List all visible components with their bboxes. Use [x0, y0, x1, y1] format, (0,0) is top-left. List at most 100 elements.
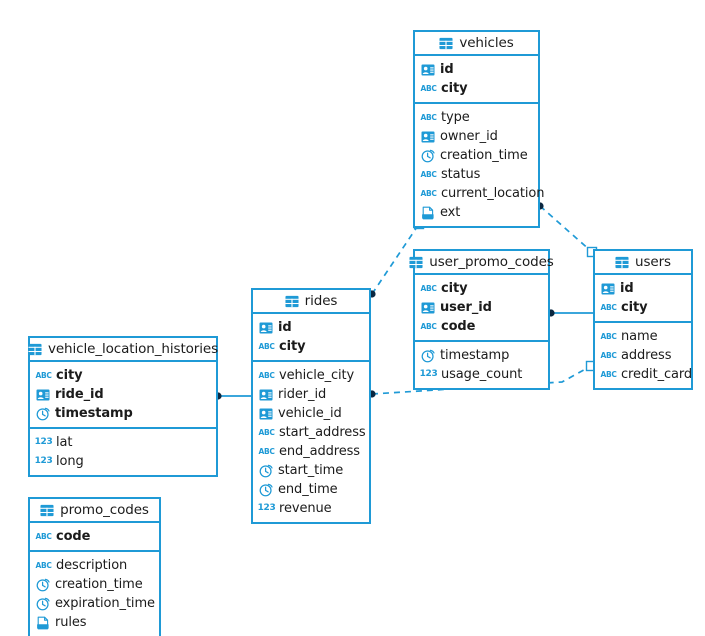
column-row[interactable]: start_time	[253, 461, 369, 480]
key-id-icon	[36, 388, 50, 402]
column-name: ride_id	[55, 387, 104, 402]
primary-key-row[interactable]: id	[415, 60, 538, 79]
column-name: vehicle_city	[279, 368, 355, 383]
key-id-icon	[601, 282, 615, 296]
table-header-users[interactable]: users	[595, 251, 691, 275]
key-id-icon	[421, 301, 435, 315]
primary-key-row[interactable]: ride_id	[30, 385, 216, 404]
column-row[interactable]: vehicle_id	[253, 404, 369, 423]
column-row[interactable]: expiration_time	[30, 594, 159, 613]
table-title: promo_codes	[60, 502, 149, 518]
abc-icon: ABC	[420, 321, 437, 331]
abc-icon: ABC	[35, 370, 52, 380]
column-name: ext	[440, 205, 461, 220]
column-name: id	[620, 281, 634, 296]
column-name: status	[441, 167, 481, 182]
column-row[interactable]: rider_id	[253, 385, 369, 404]
key-id-icon	[421, 63, 435, 77]
primary-key-row[interactable]: ABC city	[30, 366, 216, 385]
column-row[interactable]: creation_time	[415, 146, 538, 165]
column-row[interactable]: owner_id	[415, 127, 538, 146]
abc-icon: ABC	[600, 369, 617, 379]
column-name: city	[441, 281, 468, 296]
relationship-user_promo_codes-to-users[interactable]	[547, 309, 593, 317]
primary-key-row[interactable]: id	[253, 318, 369, 337]
column-name: rules	[55, 615, 87, 630]
svg-text:JSON: JSON	[37, 624, 48, 628]
abc-icon: ABC	[420, 188, 437, 198]
column-row[interactable]: creation_time	[30, 575, 159, 594]
table-title: vehicles	[459, 35, 514, 51]
column-row[interactable]: JSON rules	[30, 613, 159, 632]
column-name: rider_id	[278, 387, 327, 402]
table-title: rides	[304, 293, 338, 309]
json-icon: JSON	[421, 206, 435, 220]
column-row[interactable]: end_time	[253, 480, 369, 499]
relationship-vehicle_location_histories-to-rides[interactable]	[214, 392, 251, 400]
key-id-icon	[259, 407, 273, 421]
primary-key-row[interactable]: id	[595, 279, 691, 298]
json-icon: JSON	[36, 616, 50, 630]
clock-icon	[36, 597, 50, 611]
column-row[interactable]: ABC name	[595, 327, 691, 346]
column-name: lat	[56, 435, 73, 450]
table-header-user_promo_codes[interactable]: user_promo_codes	[409, 251, 554, 275]
column-row[interactable]: JSON ext	[415, 203, 538, 222]
abc-icon: ABC	[258, 341, 275, 351]
clock-icon	[259, 483, 273, 497]
svg-text:JSON: JSON	[422, 214, 433, 218]
abc-icon: ABC	[600, 350, 617, 360]
column-row[interactable]: timestamp	[415, 346, 548, 365]
column-name: city	[56, 368, 83, 383]
table-header-vehicles[interactable]: vehicles	[415, 32, 538, 56]
primary-key-row[interactable]: user_id	[415, 298, 548, 317]
column-name: type	[441, 110, 470, 125]
clock-icon	[259, 464, 273, 478]
abc-icon: ABC	[600, 331, 617, 341]
clock-icon	[421, 349, 435, 363]
table-title: users	[635, 254, 671, 270]
table-header-vehicle_location_histories[interactable]: vehicle_location_histories	[28, 338, 218, 362]
primary-key-row[interactable]: timestamp	[30, 404, 216, 423]
abc-icon: ABC	[420, 83, 437, 93]
clock-icon	[36, 578, 50, 592]
table-grid-icon	[285, 294, 299, 308]
table-header-promo_codes[interactable]: promo_codes	[30, 499, 159, 523]
column-name: name	[621, 329, 658, 344]
123-icon: 123	[419, 369, 438, 379]
key-id-icon	[259, 321, 273, 335]
table-header-rides[interactable]: rides	[253, 290, 369, 314]
